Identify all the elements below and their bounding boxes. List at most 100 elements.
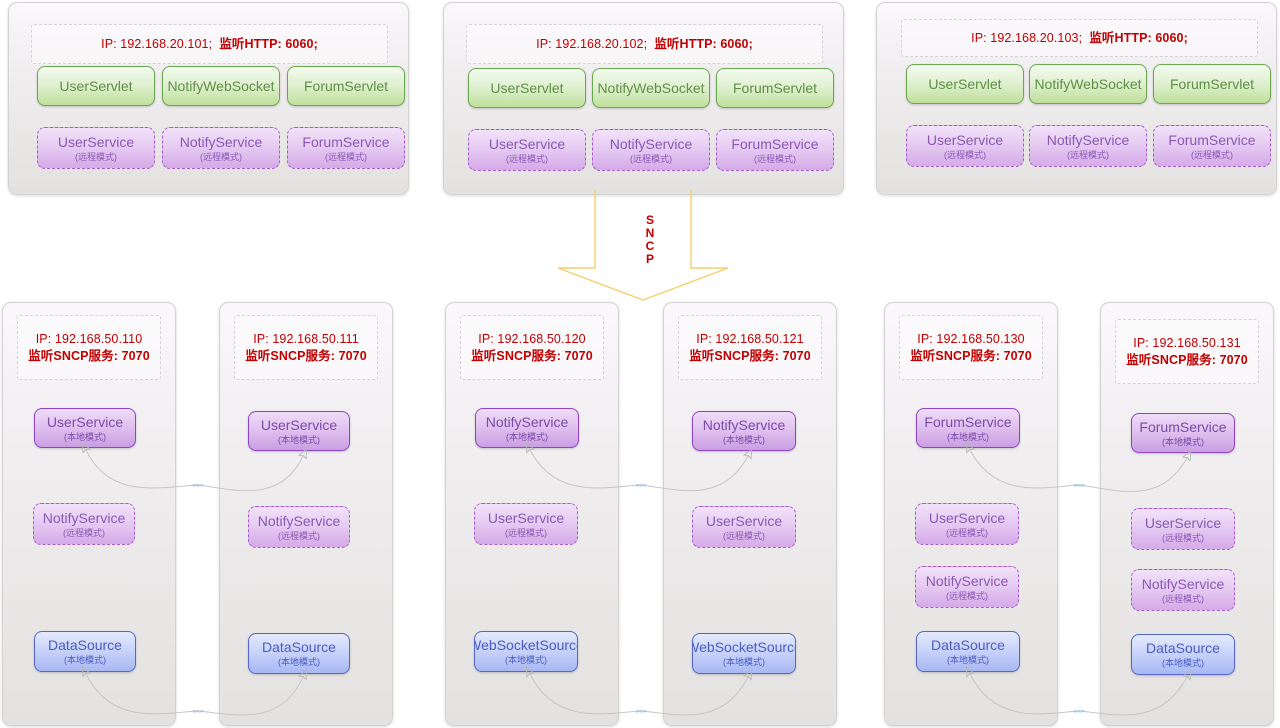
remote-service-box[interactable]: UserService (远程模式) [468, 129, 586, 171]
component-name: NotifyService [702, 416, 786, 433]
datasource-box[interactable]: DataSource (本地模式) [916, 631, 1020, 672]
ip-header-svc-4: IP: 192.168.50.121 监听SNCP服务: 7070 [678, 315, 822, 380]
component-mode: (本地模式) [64, 655, 106, 665]
service-host-panel-1[interactable]: IP: 192.168.50.110 监听SNCP服务: 7070 UserSe… [2, 302, 176, 726]
ip-header-svc-3: IP: 192.168.50.120 监听SNCP服务: 7070 [460, 315, 604, 380]
remote-service-box[interactable]: UserService (远程模式) [692, 506, 796, 548]
ip-header-web-1: IP: 192.168.20.101; 监听HTTP: 6060; [31, 24, 388, 64]
component-name: NotifyService [42, 509, 126, 526]
remote-service-box[interactable]: NotifyService (远程模式) [915, 566, 1019, 608]
servlet-box[interactable]: ForumServlet [716, 68, 834, 108]
component-mode: (本地模式) [947, 655, 989, 665]
servlet-label: ForumServlet [1169, 75, 1255, 92]
component-mode: (本地模式) [723, 434, 765, 445]
wire-label: SNCP [635, 482, 647, 488]
servlet-box[interactable]: UserServlet [37, 66, 155, 106]
service-name: ForumService [731, 135, 819, 152]
component-mode: (远程模式) [278, 530, 320, 541]
component-mode: (本地模式) [1162, 436, 1204, 447]
remote-service-box[interactable]: ForumService (远程模式) [287, 127, 405, 169]
service-mode: (远程模式) [325, 151, 367, 162]
component-mode: (远程模式) [1162, 532, 1204, 543]
component-mode: (远程模式) [723, 530, 765, 541]
local-service-box[interactable]: ForumService (本地模式) [1131, 413, 1235, 453]
component-name: UserService [487, 509, 565, 526]
remote-service-box[interactable]: NotifyService (远程模式) [248, 506, 350, 548]
servlet-label: UserServlet [928, 75, 1002, 92]
ip-address: IP: 192.168.50.111 [253, 331, 359, 346]
component-name: NotifyService [485, 413, 569, 430]
datasource-box[interactable]: DataSource (本地模式) [248, 633, 350, 674]
component-mode: (本地模式) [505, 655, 547, 665]
component-mode: (远程模式) [1162, 593, 1204, 604]
web-host-panel-1[interactable]: IP: 192.168.20.101; 监听HTTP: 6060; UserSe… [8, 2, 409, 195]
component-name: DataSource [262, 639, 336, 655]
wire-label: SNCP [1073, 708, 1085, 714]
remote-service-box[interactable]: UserService (远程模式) [1131, 508, 1235, 550]
servlet-label: NotifyWebSocket [597, 79, 705, 96]
listen-port: 监听SNCP服务: 7070 [28, 348, 150, 363]
local-service-box[interactable]: ForumService (本地模式) [916, 408, 1020, 448]
remote-service-box[interactable]: ForumService (远程模式) [1153, 125, 1271, 167]
service-name: NotifyService [1046, 131, 1130, 148]
remote-service-box[interactable]: UserService (远程模式) [37, 127, 155, 169]
remote-service-box[interactable]: UserService (远程模式) [906, 125, 1024, 167]
component-name: ForumService [1139, 418, 1227, 435]
service-mode: (远程模式) [630, 153, 672, 164]
service-host-panel-4[interactable]: IP: 192.168.50.121 监听SNCP服务: 7070 Notify… [663, 302, 837, 726]
listen-port: 监听SNCP服务: 7070 [1126, 352, 1248, 367]
wire-label: SNCP [192, 708, 204, 714]
servlet-box[interactable]: ForumServlet [1153, 64, 1271, 104]
service-host-panel-3[interactable]: IP: 192.168.50.120 监听SNCP服务: 7070 Notify… [445, 302, 619, 726]
servlet-box[interactable]: UserServlet [906, 64, 1024, 104]
listen-port: 监听HTTP: 6060; [219, 36, 318, 51]
component-name: NotifyService [257, 512, 341, 529]
service-host-panel-5[interactable]: IP: 192.168.50.130 监听SNCP服务: 7070 ForumS… [884, 302, 1058, 726]
servlet-box[interactable]: NotifyWebSocket [592, 68, 710, 108]
datasource-box[interactable]: WebSocketSource (本地模式) [692, 633, 796, 674]
component-mode: (本地模式) [278, 657, 320, 667]
service-mode: (远程模式) [1191, 149, 1233, 160]
remote-service-box[interactable]: NotifyService (远程模式) [592, 129, 710, 171]
ip-header-svc-6: IP: 192.168.50.131 监听SNCP服务: 7070 [1115, 319, 1259, 384]
service-name: NotifyService [179, 133, 263, 150]
servlet-box[interactable]: NotifyWebSocket [1029, 64, 1147, 104]
service-mode: (远程模式) [1067, 149, 1109, 160]
remote-service-box[interactable]: NotifyService (远程模式) [33, 503, 135, 545]
service-name: UserService [926, 131, 1004, 148]
servlet-box[interactable]: UserServlet [468, 68, 586, 108]
component-name: NotifyService [1141, 575, 1225, 592]
datasource-box[interactable]: DataSource (本地模式) [34, 631, 136, 672]
remote-service-box[interactable]: UserService (远程模式) [474, 503, 578, 545]
ip-header-web-3: IP: 192.168.20.103; 监听HTTP: 6060; [901, 19, 1258, 57]
service-host-panel-2[interactable]: IP: 192.168.50.111 监听SNCP服务: 7070 UserSe… [219, 302, 393, 726]
component-mode: (远程模式) [505, 527, 547, 538]
ip-header-web-2: IP: 192.168.20.102; 监听HTTP: 6060; [466, 24, 823, 64]
datasource-box[interactable]: DataSource (本地模式) [1131, 634, 1235, 675]
local-service-box[interactable]: UserService (本地模式) [34, 408, 136, 448]
web-host-panel-3[interactable]: IP: 192.168.20.103; 监听HTTP: 6060; UserSe… [876, 2, 1277, 195]
remote-service-box[interactable]: NotifyService (远程模式) [1029, 125, 1147, 167]
remote-service-box[interactable]: NotifyService (远程模式) [162, 127, 280, 169]
servlet-box[interactable]: ForumServlet [287, 66, 405, 106]
service-host-panel-6[interactable]: IP: 192.168.50.131 监听SNCP服务: 7070 ForumS… [1100, 302, 1274, 726]
remote-service-box[interactable]: UserService (远程模式) [915, 503, 1019, 545]
ip-address: IP: 192.168.50.121 [696, 331, 804, 346]
remote-service-box[interactable]: NotifyService (远程模式) [1131, 569, 1235, 611]
web-host-panel-2[interactable]: IP: 192.168.20.102; 监听HTTP: 6060; UserSe… [443, 2, 844, 195]
datasource-box[interactable]: WebSocketSource (本地模式) [474, 631, 578, 672]
component-name: DataSource [931, 637, 1005, 653]
servlet-label: ForumServlet [732, 79, 818, 96]
listen-port: 监听SNCP服务: 7070 [689, 348, 811, 363]
service-mode: (远程模式) [75, 151, 117, 162]
component-name: UserService [260, 416, 338, 433]
service-mode: (远程模式) [754, 153, 796, 164]
component-mode: (远程模式) [946, 527, 988, 538]
service-name: ForumService [302, 133, 390, 150]
servlet-box[interactable]: NotifyWebSocket [162, 66, 280, 106]
local-service-box[interactable]: UserService (本地模式) [248, 411, 350, 451]
local-service-box[interactable]: NotifyService (本地模式) [475, 408, 579, 448]
ip-address: IP: 192.168.20.101; [101, 36, 213, 51]
local-service-box[interactable]: NotifyService (本地模式) [692, 411, 796, 451]
remote-service-box[interactable]: ForumService (远程模式) [716, 129, 834, 171]
